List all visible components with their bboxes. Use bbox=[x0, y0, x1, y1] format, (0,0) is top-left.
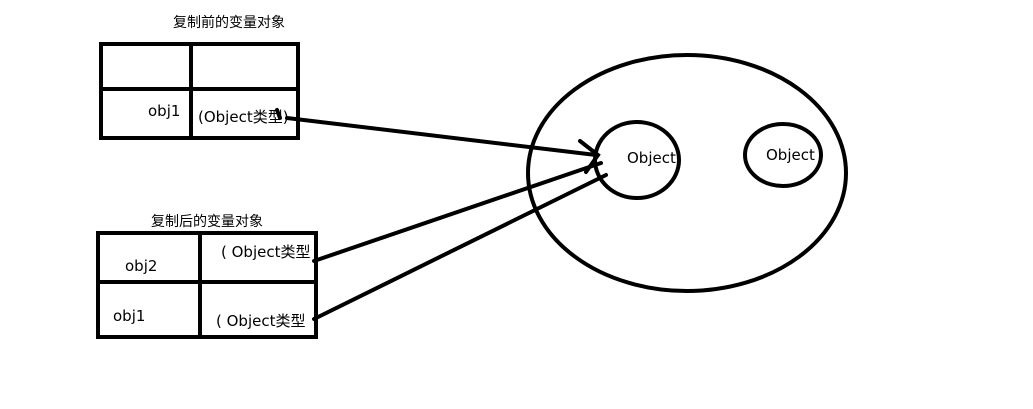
heap-object-1-label: Object bbox=[627, 149, 676, 167]
after-table bbox=[96, 231, 318, 339]
pointer-before-obj1 bbox=[285, 116, 598, 157]
heap-object-2-circle bbox=[743, 122, 823, 188]
heap-object-2-label: Object bbox=[766, 146, 815, 164]
before-title: 复制前的变量对象 bbox=[173, 15, 285, 31]
after-table-border bbox=[96, 231, 318, 339]
pointer-lines bbox=[275, 108, 608, 321]
after-row-1-name: obj2 bbox=[125, 257, 158, 275]
heap-ellipse bbox=[526, 53, 848, 293]
before-var-name: obj1 bbox=[148, 102, 181, 120]
pointer-after-obj2 bbox=[312, 161, 603, 263]
after-row-2-value: ( Object类型 bbox=[216, 312, 306, 330]
before-table bbox=[99, 42, 300, 140]
pointer-tail-hook bbox=[275, 108, 282, 120]
after-row-2-name: obj1 bbox=[113, 307, 146, 325]
before-value: (Object类型) bbox=[198, 108, 289, 126]
after-title: 复制后的变量对象 bbox=[151, 214, 263, 230]
after-row-1-value: ( Object类型 bbox=[221, 243, 311, 261]
pointer-after-obj1 bbox=[312, 173, 608, 321]
